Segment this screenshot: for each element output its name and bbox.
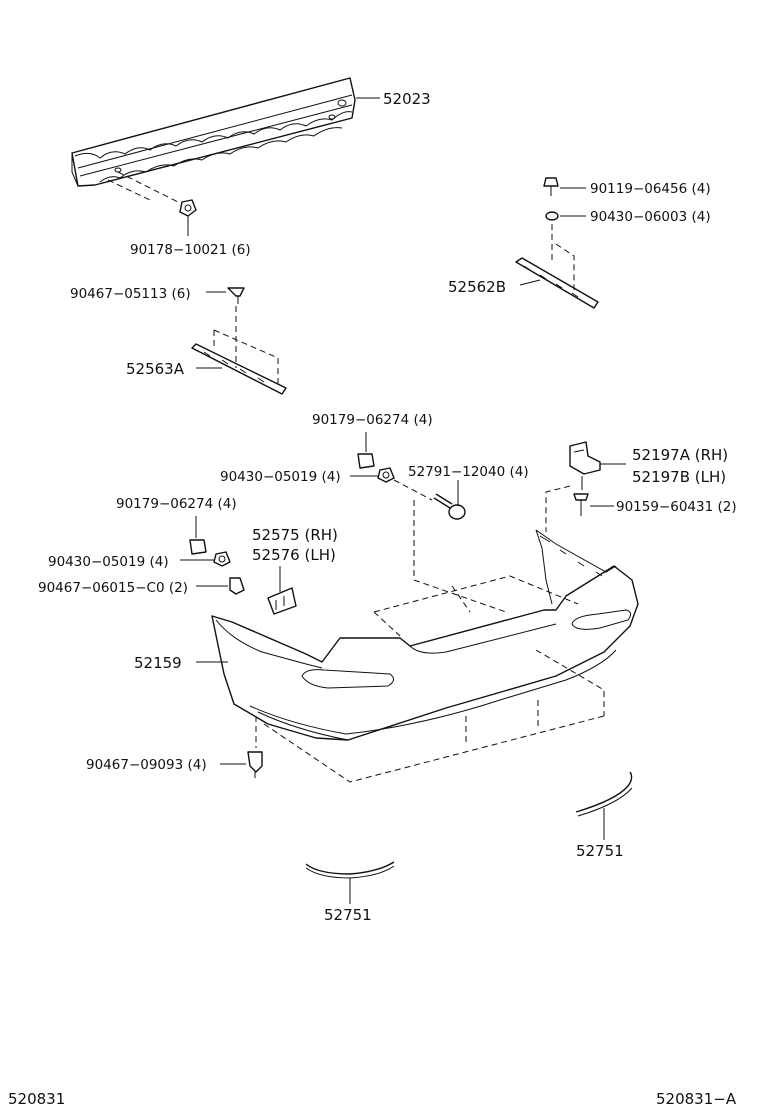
label-90467-c: 90467−09093 (4): [86, 757, 207, 773]
clip-90467-b-icon[interactable]: [229, 577, 245, 595]
retainer-52563A[interactable]: [191, 343, 287, 395]
label-52791: 52791−12040 (4): [408, 464, 529, 480]
molding-52751-right[interactable]: [575, 771, 633, 817]
washer-90430-icon[interactable]: [545, 211, 559, 221]
label-52023: 52023: [383, 90, 431, 108]
label-52197B: 52197B (LH): [632, 468, 726, 486]
clip-90467-a-icon[interactable]: [227, 287, 245, 304]
bolt-52791-icon[interactable]: [433, 493, 466, 520]
label-52563A: 52563A: [126, 360, 185, 378]
clip-90179-b-icon[interactable]: [189, 539, 207, 555]
label-52576: 52576 (LH): [252, 546, 336, 564]
bumper-cover-52159[interactable]: [211, 529, 639, 741]
nut-90430-c-icon[interactable]: [213, 551, 231, 567]
label-90178: 90178−10021 (6): [130, 242, 251, 258]
label-90467-a: 90467−05113 (6): [70, 286, 191, 302]
screw-90159-icon[interactable]: [573, 493, 589, 516]
bumper-reinforcement-52023[interactable]: [71, 77, 356, 187]
label-52197A: 52197A (RH): [632, 446, 728, 464]
molding-52751-left[interactable]: [305, 861, 395, 879]
retainer-52562B[interactable]: [515, 257, 599, 309]
label-90430-c: 90430−05019 (4): [48, 554, 169, 570]
label-52159: 52159: [134, 654, 182, 672]
label-90119: 90119−06456 (4): [590, 181, 711, 197]
clip-90467-c-icon[interactable]: [247, 751, 263, 778]
label-90179-a: 90179−06274 (4): [312, 412, 433, 428]
clip-90179-a-icon[interactable]: [357, 453, 375, 469]
footer-left-code: 520831: [8, 1090, 65, 1108]
label-90430-a: 90430−06003 (4): [590, 209, 711, 225]
footer-right-code: 520831−A: [656, 1090, 737, 1108]
label-90430-b: 90430−05019 (4): [220, 469, 341, 485]
retainer-52575-icon[interactable]: [267, 587, 297, 615]
bracket-52197-icon[interactable]: [569, 441, 601, 475]
label-90467-b: 90467−06015−C0 (2): [38, 580, 188, 596]
nut-90178-icon[interactable]: [179, 199, 197, 217]
bolt-90119-icon[interactable]: [543, 177, 559, 196]
label-90159: 90159−60431 (2): [616, 499, 737, 515]
label-52575: 52575 (RH): [252, 526, 338, 544]
label-52751-b: 52751: [324, 906, 372, 924]
label-52562B: 52562B: [448, 278, 506, 296]
label-52751-a: 52751: [576, 842, 624, 860]
label-90179-b: 90179−06274 (4): [116, 496, 237, 512]
nut-90430-b-icon[interactable]: [377, 467, 395, 483]
